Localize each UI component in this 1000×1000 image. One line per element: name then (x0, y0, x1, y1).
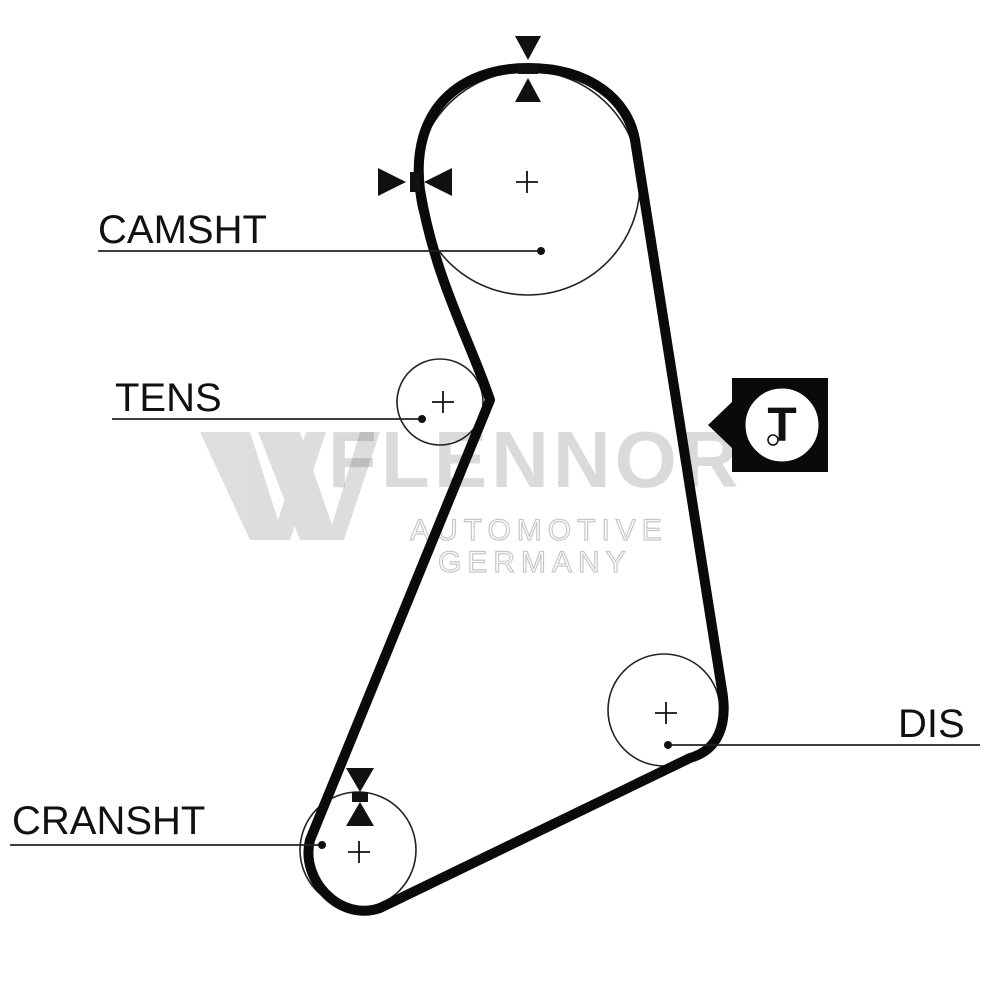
camshaft-label: CAMSHT (98, 208, 267, 252)
distributor-label: DIS (898, 702, 965, 746)
tension-gauge-icon: T (708, 378, 828, 472)
tensioner-center-mark (432, 391, 454, 413)
camshaft-leader (98, 247, 545, 255)
watermark-line-2: GERMANY (438, 546, 632, 579)
crankshaft-timing-mark (346, 768, 374, 826)
tensioner-pulley (396, 358, 484, 446)
flennor-logo (200, 432, 380, 540)
camshaft-top-timing-mark (515, 36, 541, 102)
watermark-line-1: AUTOMOTIVE (410, 514, 668, 547)
timing-belt (303, 63, 729, 916)
tension-gauge-letter: T (767, 399, 796, 452)
camshaft-side-timing-mark (378, 168, 452, 196)
watermark: FLENNOR AUTOMOTIVE GERMANY (200, 415, 743, 580)
distributor-leader (664, 741, 980, 749)
distributor-center-mark (655, 702, 677, 724)
watermark-brand: FLENNOR (328, 415, 743, 504)
tensioner-leader (112, 415, 426, 423)
crankshaft-center-mark (348, 841, 370, 863)
crankshaft-leader (10, 841, 326, 849)
tensioner-label: TENS (115, 376, 222, 420)
crankshaft-label: CRANSHT (12, 799, 205, 843)
camshaft-center-mark (516, 171, 538, 193)
